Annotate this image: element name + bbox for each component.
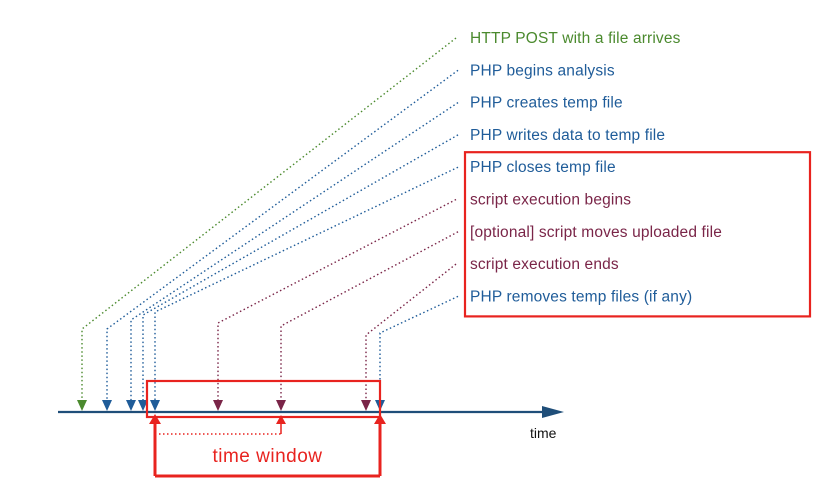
time-window-start-arrow-head xyxy=(149,414,161,424)
event-label-http-post: HTTP POST with a file arrives xyxy=(470,30,681,47)
marker-php-creates xyxy=(126,400,136,411)
connector-php-writes xyxy=(142,134,459,400)
marker-php-begins xyxy=(102,400,112,411)
marker-php-writes xyxy=(138,400,148,411)
marker-script-ends xyxy=(361,400,371,411)
highlighted-events-box xyxy=(463,151,812,318)
time-axis-label: time xyxy=(530,425,557,441)
event-label-script-begins: script execution begins xyxy=(470,192,631,209)
time-window-group: time window xyxy=(145,379,386,478)
marker-php-closes xyxy=(150,400,160,411)
event-label-script-moves: [optional] script moves uploaded file xyxy=(470,224,722,241)
event-label-php-begins: PHP begins analysis xyxy=(470,62,615,79)
connector-php-closes xyxy=(154,166,459,400)
marker-script-moves xyxy=(276,400,286,411)
connector-script-ends xyxy=(365,263,457,400)
time-window-end-arrow-head xyxy=(374,414,386,424)
connector-script-moves xyxy=(280,231,459,400)
event-label-script-ends: script execution ends xyxy=(470,256,619,273)
time-window-axis-box xyxy=(145,379,382,419)
time-axis-arrowhead xyxy=(542,406,564,418)
event-label-php-closes: PHP closes temp file xyxy=(470,159,616,176)
connector-http-post xyxy=(81,37,457,400)
event-label-php-removes: PHP removes temp files (if any) xyxy=(470,288,692,305)
time-window-label: time window xyxy=(212,446,322,467)
marker-http-post xyxy=(77,400,87,411)
connector-script-begins xyxy=(217,198,457,400)
connector-php-begins xyxy=(106,69,459,400)
event-connectors xyxy=(81,37,459,400)
event-markers xyxy=(77,400,385,411)
event-label-php-writes: PHP writes data to temp file xyxy=(470,127,665,144)
time-window-inner-marker xyxy=(276,415,286,424)
event-label-php-creates: PHP creates temp file xyxy=(470,95,623,112)
time-axis: time xyxy=(58,406,564,441)
connector-php-removes xyxy=(379,295,459,400)
marker-script-begins xyxy=(213,400,223,411)
connector-php-creates xyxy=(130,102,459,400)
